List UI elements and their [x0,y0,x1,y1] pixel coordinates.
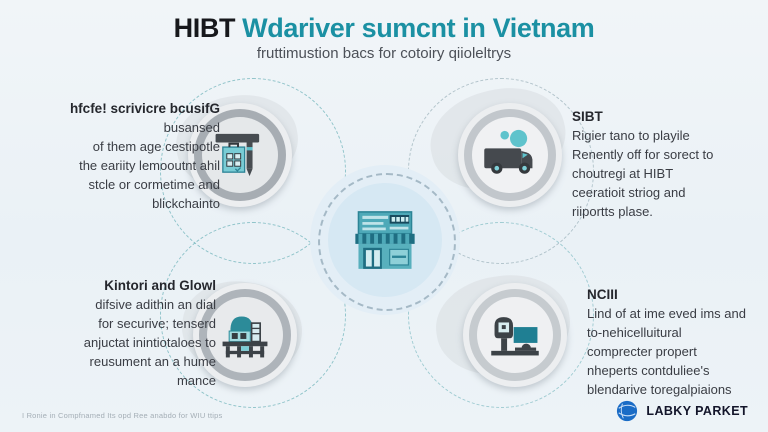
text-block-top-left: hfcfe! scrivicre bcusifG busansed of the… [28,99,220,213]
delivery-van-icon [484,129,533,174]
block-heading: NCIII [587,287,618,302]
text-block-top-right: SIBT Rigier tano to playile Renently off… [572,107,758,221]
block-line: for securive; tenserd [98,316,216,331]
block-line: riiportts plase. [572,204,653,219]
block-line: mance [176,373,216,388]
title-rest: Wdariver sumcnt in Vietnam [235,13,595,43]
block-line: of them age cestipotle [92,139,220,154]
node-top-right [458,103,562,207]
camera-monitor-icon [491,317,539,356]
text-block-bottom-left: Kintori and Glowl difsive adithin an dia… [24,276,216,390]
block-line: anjuctat inintiotaloes to [83,335,216,350]
globe-icon [617,400,638,422]
block-line: blickchainto [152,196,220,211]
block-line: to-nehicelluitural [587,325,682,340]
hub-tick-ring [318,173,456,311]
clipboard-pencil-icon [215,133,260,177]
dashed-connector-circle [408,222,594,408]
block-line: nheperts contduliee's [587,363,710,378]
block-line: Rigier tano to playile [572,128,690,143]
node-ring [472,117,548,193]
page-title: HIBT Wdariver sumcnt in Vietnam [0,13,768,43]
node-ring [477,297,553,373]
node-top-left [188,103,292,207]
node-bottom-left [193,283,297,387]
block-line: comprecter propert [587,344,697,359]
storefront-icon [355,211,415,269]
footnote: I Ronie in Compfnamed Its opd Ree anabdo… [22,411,223,420]
brand-name: LABKY PARKET [646,404,748,418]
block-line: busansed [163,120,220,135]
node-ring [207,297,283,373]
title-prefix: HIBT [173,13,236,43]
block-heading: hfcfe! scrivicre bcusifG [69,101,220,116]
block-line: the eariity lemooutnt ahil [79,158,220,173]
block-heading: SIBT [572,109,603,124]
block-line: Renently off for sorect to [572,147,714,162]
header: HIBT Wdariver sumcnt in Vietnam fruttimu… [0,13,768,62]
brand-logo: LABKY PARKET [616,400,748,422]
block-heading: Kintori and Glowl [104,278,216,293]
node-bottom-right [463,283,567,387]
block-line: ceeratioit striog and [572,185,686,200]
block-line: difsive adithin an dial [95,297,216,312]
block-line: reusument an a hume [89,354,216,369]
industrial-machine-icon [222,316,268,358]
block-line: Lind of at ime eved ims and [587,306,746,321]
text-block-bottom-right: NCIII Lind of at ime eved ims and to-neh… [587,285,765,399]
block-line: blendarive toregalpiaions [587,382,732,397]
block-line: stcle or cormetime and [88,177,221,192]
node-ring [202,117,278,193]
dashed-connector-circle [160,222,346,408]
block-line: choutregi at HIBT [572,166,674,181]
hub-circle [328,183,442,297]
page-subtitle: fruttimustion bacs for cotoiry qiioleltr… [256,45,512,62]
